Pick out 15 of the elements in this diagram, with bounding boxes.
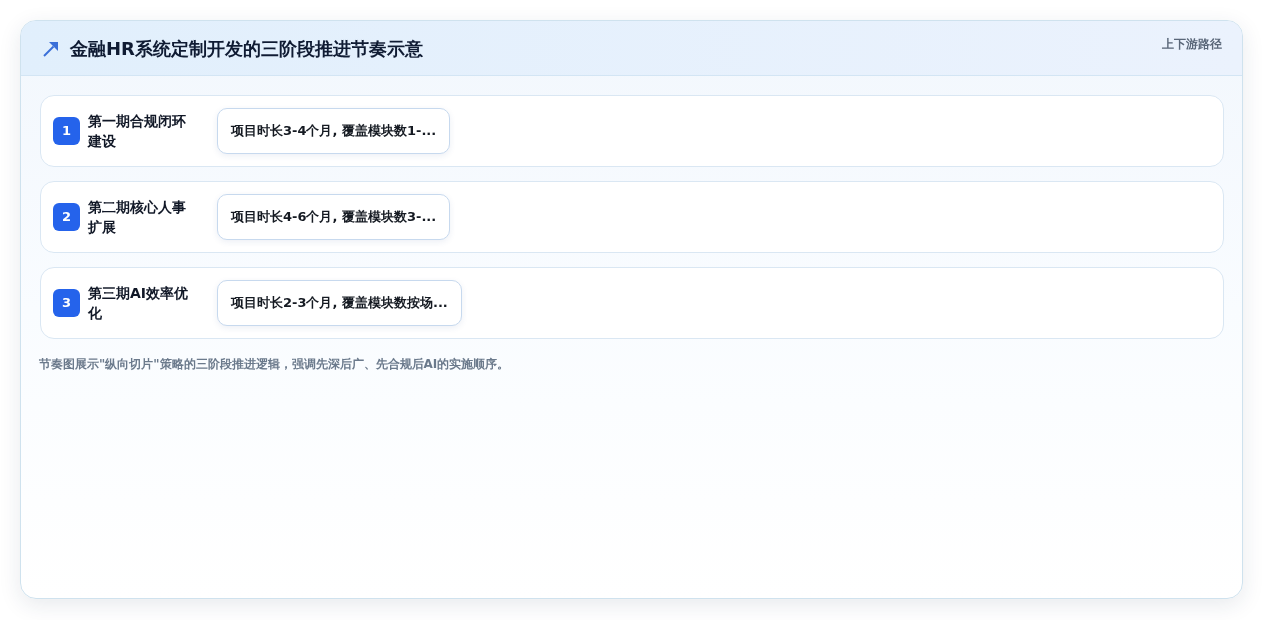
summary-pill: 项目时长3-4个月, 覆盖模块数1-...	[217, 108, 451, 154]
summary-pill: 项目时长2-3个月, 覆盖模块数按场...	[217, 280, 462, 326]
number-badge: 1	[53, 117, 80, 145]
phase-name: 第一期合规闭环建设	[88, 112, 187, 151]
phase-row	[40, 181, 1224, 253]
number-badge: 3	[53, 289, 80, 317]
phase-row	[40, 267, 1224, 339]
caption: 节奏图展示"纵向切片"策略的三阶段推进逻辑，强调先深后广、先合规后AI的实施顺序。	[39, 356, 510, 372]
phase-name: 第二期核心人事扩展	[88, 198, 187, 237]
summary-pill: 项目时长4-6个月, 覆盖模块数3-...	[217, 194, 451, 240]
corner-note: 上下游路径	[1162, 36, 1222, 52]
number-badge: 2	[53, 203, 80, 231]
phase-name: 第三期AI效率优化	[88, 284, 190, 323]
title: 金融HR系统定制开发的三阶段推进节奏示意	[70, 37, 423, 61]
phase-row	[40, 95, 1224, 167]
